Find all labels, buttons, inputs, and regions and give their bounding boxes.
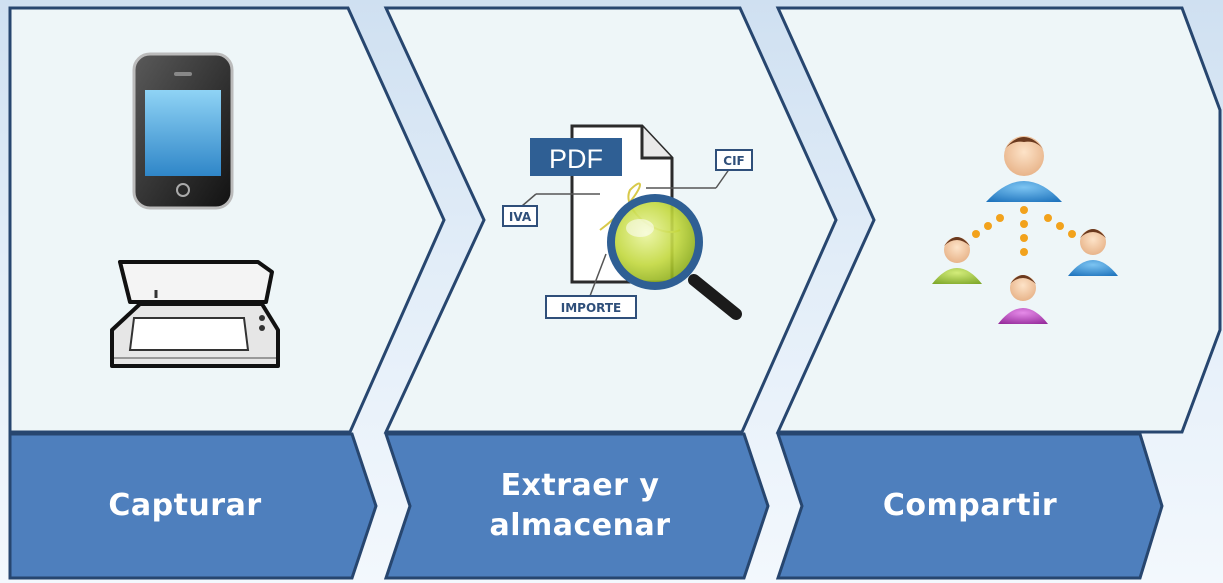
person-bottom [998,275,1048,324]
smartphone-icon [132,52,234,210]
step-label-extraer-line1: Extraer y [500,468,660,503]
step-label-capturar-text: Capturar [108,488,262,523]
person-left [932,237,982,284]
tag-importe-text: IMPORTE [561,301,622,315]
tag-iva-text: IVA [509,210,532,224]
scanner-icon [110,260,280,368]
step-label-bar-extraer [383,432,770,580]
step-label-extraer: Extraer y almacenar [440,466,720,546]
pdf-badge-text: PDF [549,144,603,174]
step-label-bar-compartir [775,432,1164,580]
person-top [986,136,1062,202]
user-network-icon [932,136,1118,324]
connector-dots [972,206,1076,256]
tag-importe: IMPORTE [545,295,637,319]
person-right [1068,229,1118,276]
tag-cif-text: CIF [723,154,744,168]
tag-cif: CIF [715,149,753,171]
pdf-badge [530,138,622,176]
step-label-compartir-text: Compartir [882,488,1058,523]
magnifier-icon [607,194,742,320]
step-label-bar-capturar [8,432,378,580]
step-label-compartir: Compartir [830,486,1110,526]
step-label-extraer-line2: almacenar [489,508,671,543]
tag-iva: IVA [502,205,538,227]
step-label-capturar: Capturar [60,486,310,526]
